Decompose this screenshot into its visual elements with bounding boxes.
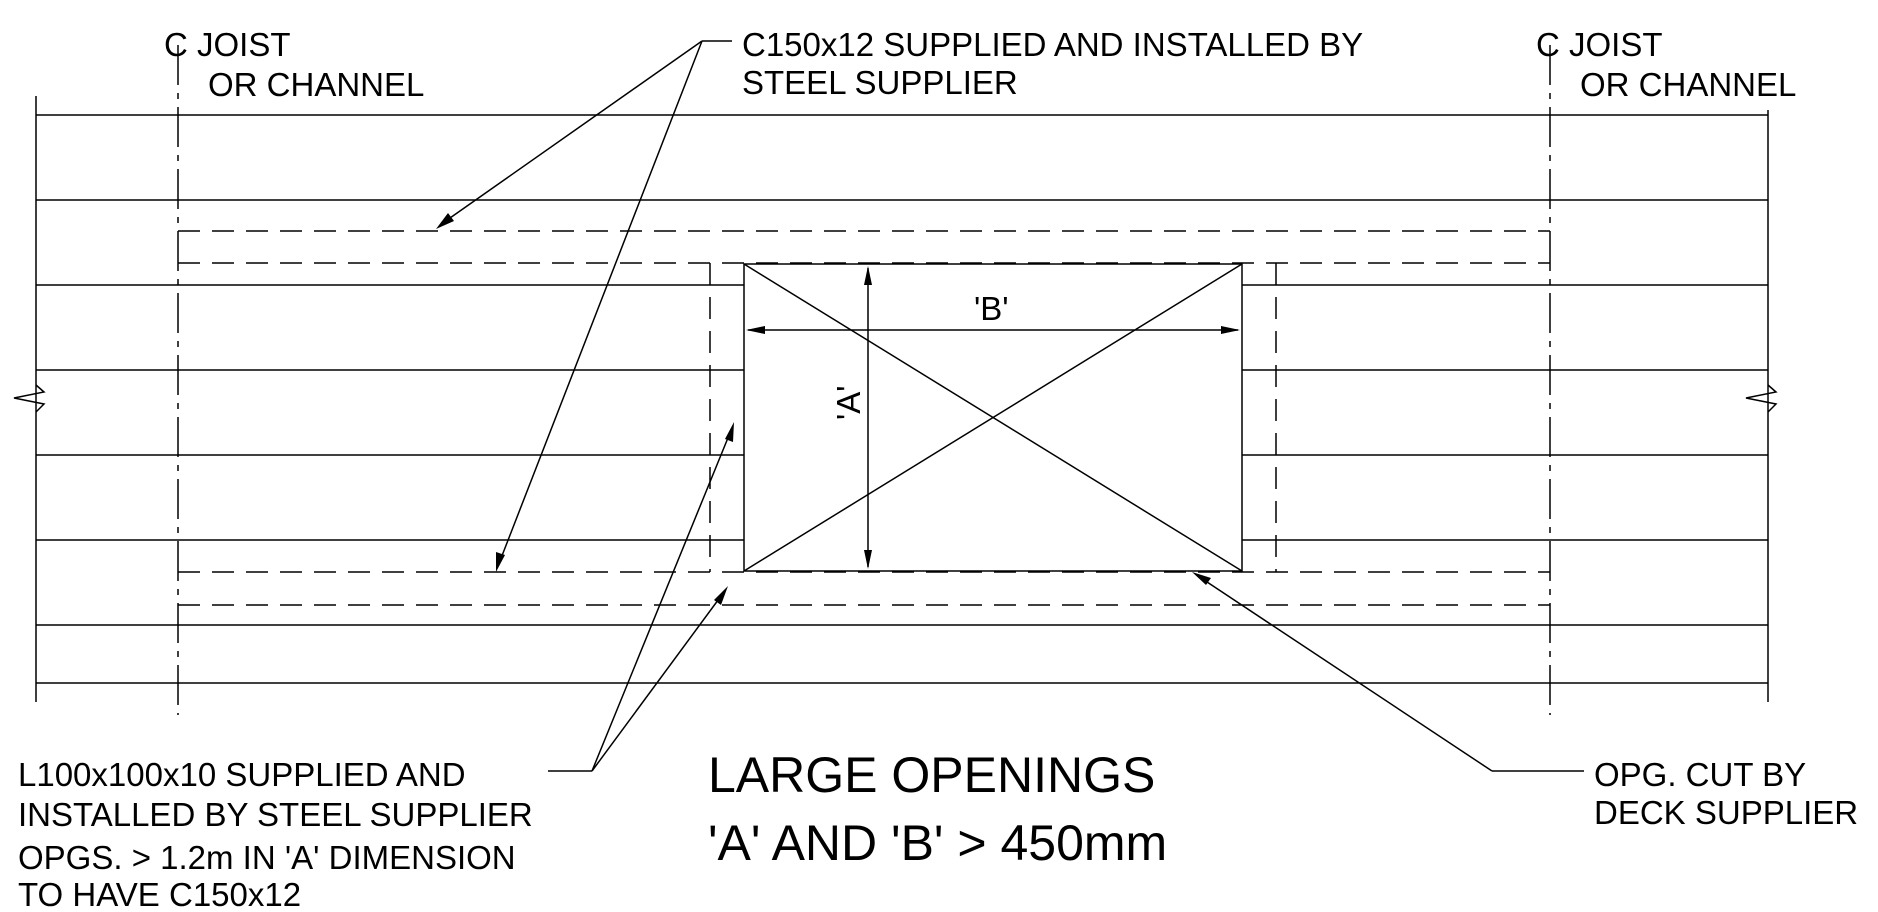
channel-note-leader-1 [439, 40, 703, 226]
dimension-b-arrow-right [1221, 326, 1240, 334]
joist-right-label-line1: C JOIST [1536, 26, 1663, 63]
channel-note-leader-2 [497, 40, 703, 567]
cut-note-line1: OPG. CUT BY [1594, 756, 1806, 793]
dimension-a-arrow-bottom [864, 550, 872, 569]
dimension-b-label: 'B' [974, 290, 1009, 327]
cut-note-arrow [1192, 572, 1211, 585]
dimension-b-arrow-left [746, 326, 765, 334]
opening-diagonal-2 [743, 263, 1243, 572]
joist-right-label-line2: OR CHANNEL [1580, 66, 1796, 103]
deck-opening [743, 263, 1243, 572]
channel-note-arrow-2 [496, 552, 505, 572]
dimension-a-arrow-top [864, 266, 872, 285]
cut-note-line2: DECK SUPPLIER [1594, 794, 1858, 831]
drawing-title-line1: LARGE OPENINGS [708, 747, 1155, 803]
joist-left-label-line2: OR CHANNEL [208, 66, 424, 103]
deck-ribs [36, 114, 1768, 684]
break-symbol-left [13, 384, 46, 413]
angle-note-line1: L100x100x10 SUPPLIED AND [18, 756, 466, 793]
joist-left-label-line1: C JOIST [164, 26, 291, 63]
angle-note-line2: INSTALLED BY STEEL SUPPLIER [18, 796, 533, 833]
break-symbol-right [1745, 384, 1778, 413]
dimension-a-label: 'A' [830, 385, 867, 420]
angle-note-leader-1 [591, 427, 733, 772]
drawing-title-line2: 'A' AND 'B' > 450mm [708, 815, 1167, 871]
angle-note-leader-2 [591, 591, 725, 772]
angle-note-arrow-1 [725, 422, 734, 442]
channel-note-line2: STEEL SUPPLIER [742, 64, 1018, 101]
cut-note-leader [1197, 575, 1493, 772]
angle-note-line4: TO HAVE C150x12 [18, 876, 301, 912]
channel-note-line1: C150x12 SUPPLIED AND INSTALLED BY [742, 26, 1363, 63]
angle-note-arrow-2 [714, 586, 728, 605]
channel-note-arrow-1 [436, 213, 454, 229]
angle-note-line3: OPGS. > 1.2m IN 'A' DIMENSION [18, 839, 516, 876]
